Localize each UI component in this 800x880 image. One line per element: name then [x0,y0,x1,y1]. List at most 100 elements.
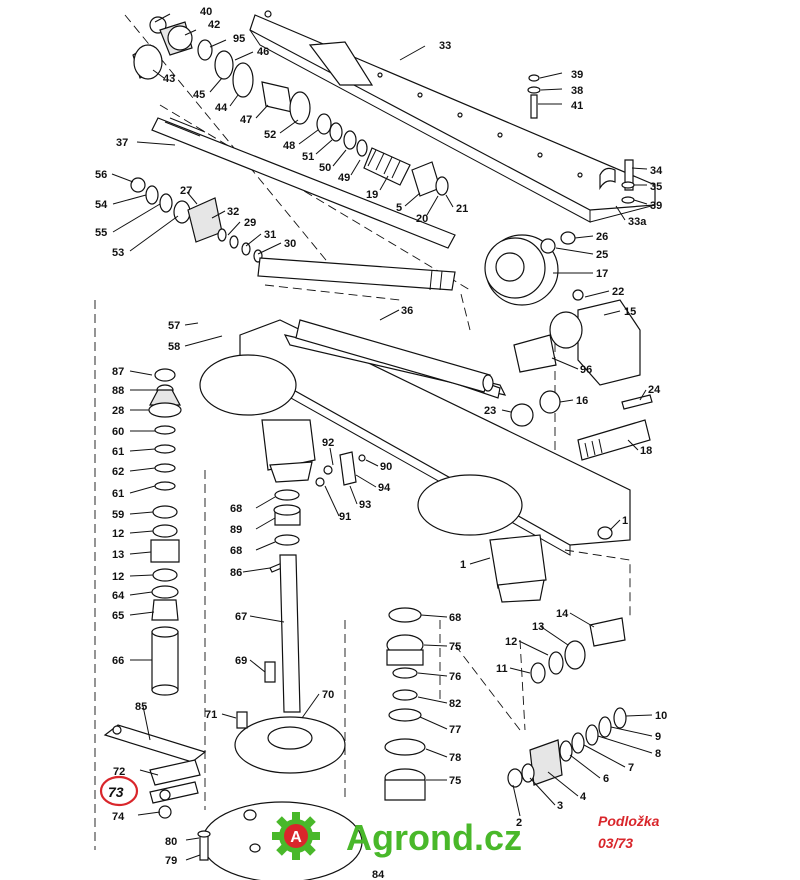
part-label: 66 [112,655,124,667]
note-line-2: 03/73 [598,835,633,851]
part-label: 12 [112,571,124,583]
part-label: 13 [112,549,124,561]
part-label: 2 [516,817,522,829]
part-label: 29 [244,217,256,229]
part-label: 48 [283,140,295,152]
part-label: 87 [112,366,124,378]
part-label: 56 [95,169,107,181]
part-label: 13 [532,621,544,633]
part-label: 41 [571,100,583,112]
part-label: 82 [449,698,461,710]
part-label: 61 [112,488,124,500]
part-label: 91 [339,511,351,523]
part-label: 67 [235,611,247,623]
part-label: 37 [116,137,128,149]
part-label: 95 [233,33,245,45]
part-label: 5 [396,202,402,214]
part-label: 49 [338,172,350,184]
part-label: 74 [112,811,125,823]
gear-icon [272,812,320,860]
part-label: 70 [322,689,334,701]
part-label: 57 [168,320,180,332]
part-label: 46 [257,46,269,58]
part-label: 24 [648,384,661,396]
part-label: 59 [112,509,124,521]
part-label: 75 [449,641,461,653]
part-label: 68 [230,503,242,515]
part-label: 53 [112,247,124,259]
part-label: 8 [655,748,661,760]
part-label: 36 [401,305,413,317]
part-label: 88 [112,385,124,397]
part-label: 42 [208,19,220,31]
part-label: 79 [165,855,177,867]
highlight-circle [99,775,139,807]
part-label: 20 [416,213,428,225]
part-labels: 40 42 95 46 33 43 45 44 47 52 48 51 50 4… [95,6,667,880]
part-label: 14 [556,608,569,620]
part-label: 16 [576,395,588,407]
highlighted-part-73: 73 [99,775,139,807]
part-label: 45 [193,89,205,101]
part-label: 71 [205,709,217,721]
part-label: 75 [449,775,461,787]
part-label: 89 [230,524,242,536]
part-label: 76 [449,671,461,683]
part-label: 33 [439,40,451,52]
part-label: 61 [112,446,124,458]
part-label: 92 [322,437,334,449]
part-label: 39 [571,69,583,81]
part-label: 47 [240,114,252,126]
part-label: 9 [655,731,661,743]
part-label: 34 [650,165,663,177]
part-label: 58 [168,341,180,353]
part-label: 64 [112,590,125,602]
part-label: 93 [359,499,371,511]
part-label: 68 [449,612,461,624]
part-label: 21 [456,203,468,215]
part-label: 65 [112,610,124,622]
part-label: 33a [628,216,647,228]
part-label: 26 [596,231,608,243]
part-label: 28 [112,405,124,417]
part-label: 78 [449,752,461,764]
part-label: 38 [571,85,583,97]
part-label: 96 [580,364,592,376]
part-label: 17 [596,268,608,280]
part-label: 68 [230,545,242,557]
part-label: 4 [580,791,587,803]
part-label: 25 [596,249,608,261]
part-label: 1 [622,515,628,527]
part-label: 50 [319,162,331,174]
diagram-drawing [94,10,656,880]
part-label: 19 [366,189,378,201]
part-label: 35 [650,181,662,193]
part-label: 60 [112,426,124,438]
part-label: 30 [284,238,296,250]
part-label: 40 [200,6,212,18]
part-label: 51 [302,151,314,163]
part-label: 69 [235,655,247,667]
highlight-label: 73 [108,784,124,800]
part-label: 1 [460,559,466,571]
part-label: 27 [180,185,192,197]
part-label: 32 [227,206,239,218]
part-label: 43 [163,73,175,85]
note-line-1: Podložka [598,813,660,829]
part-label: 3 [557,800,563,812]
part-label: 31 [264,229,276,241]
part-label: 15 [624,306,636,318]
part-label: 62 [112,466,124,478]
part-label: 55 [95,227,107,239]
part-label: 80 [165,836,177,848]
logo-letter: A [290,829,302,846]
part-label: 22 [612,286,624,298]
part-label: 85 [135,701,147,713]
leader-lines [111,13,653,861]
part-label: 23 [484,405,496,417]
part-label: 72 [113,766,125,778]
brand-name: Agrond.cz [346,817,522,858]
part-label: 86 [230,567,242,579]
part-label: 39 [650,200,662,212]
